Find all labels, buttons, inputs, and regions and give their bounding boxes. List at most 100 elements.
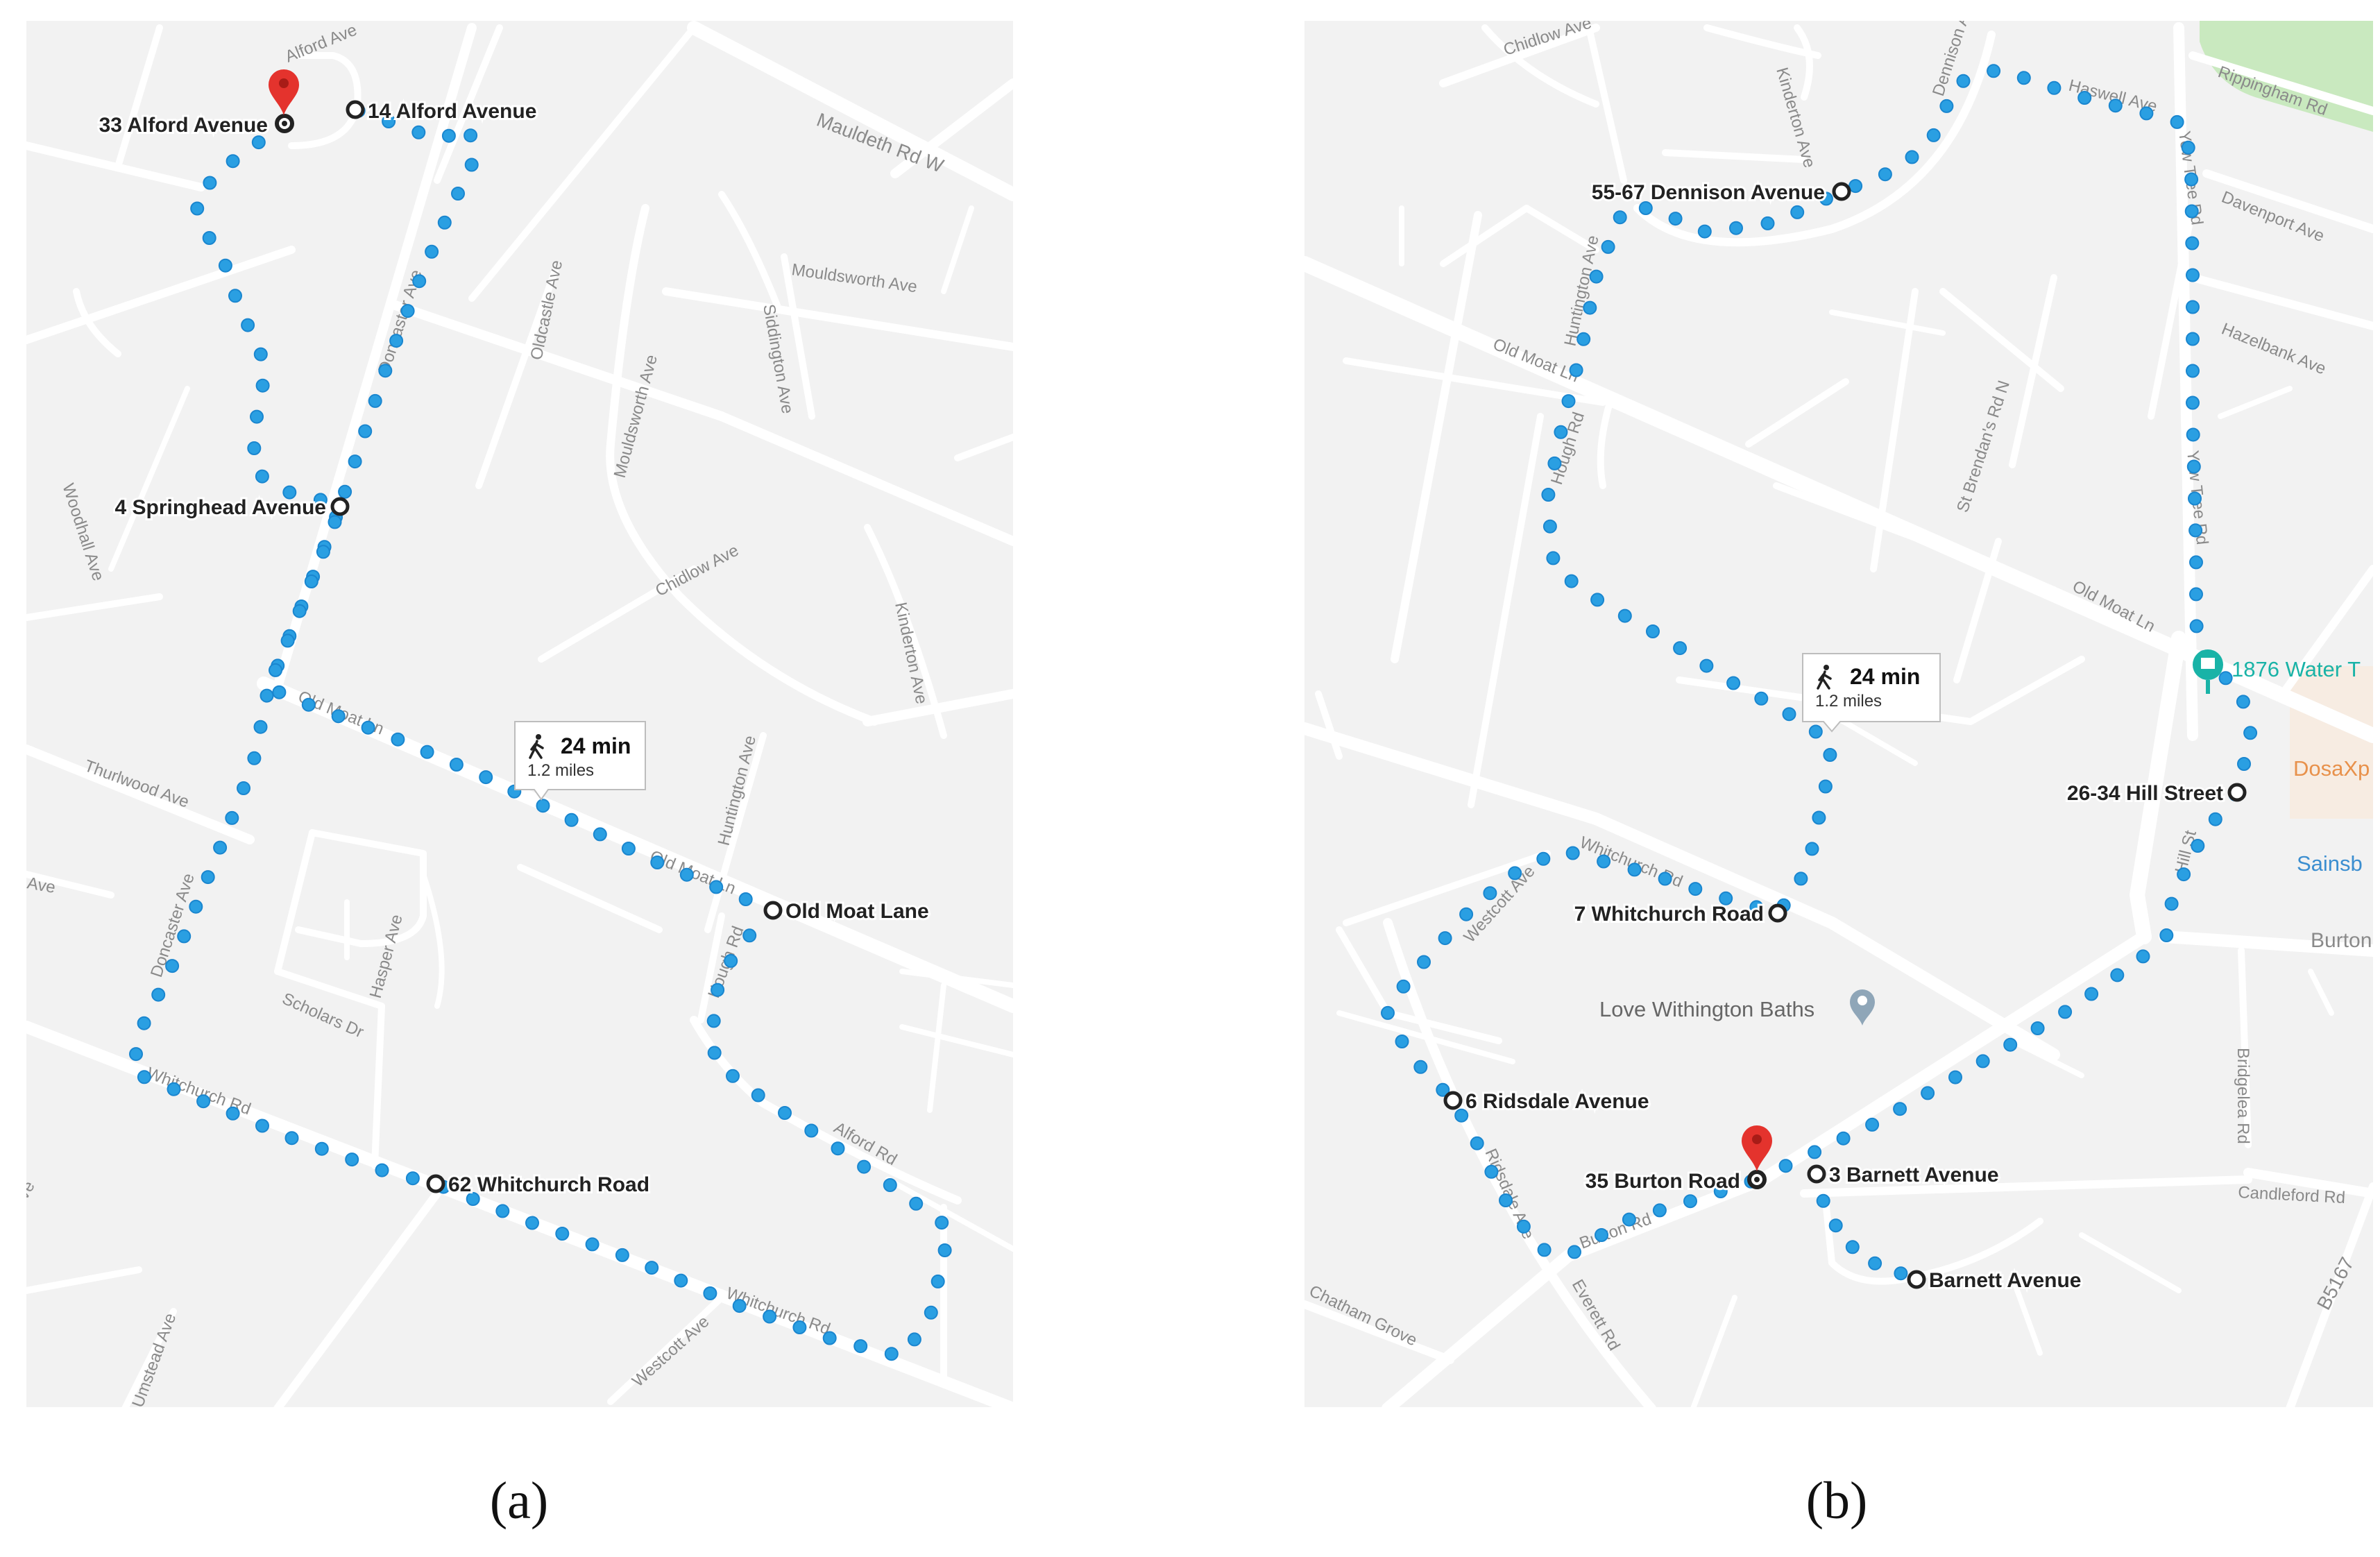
route-dot	[1569, 363, 1583, 377]
route-dot	[2177, 867, 2191, 882]
road-whitchurch	[26, 1021, 1013, 1407]
poi-love-withington-baths[interactable]: Love Withington Baths	[1599, 989, 1875, 1026]
water-tower-icon	[2201, 658, 2215, 669]
route-dot	[1395, 1035, 1409, 1048]
route-dot	[1590, 593, 1605, 607]
road	[1343, 850, 1551, 926]
route-dot	[1597, 854, 1611, 869]
road	[1829, 712, 1918, 766]
waypoint-4-springhead-avenue[interactable]: 4 Springhead Avenue	[112, 494, 350, 521]
route-dot	[1939, 99, 1954, 113]
map-panel-a[interactable]: Mauldeth Rd W Mouldsworth Ave Oldcastle …	[14, 21, 1013, 1410]
route-dot	[1381, 1005, 1395, 1020]
road	[1690, 1295, 1737, 1407]
road	[26, 142, 205, 192]
poi-water-tower[interactable]: 1876 Water T	[2193, 649, 2361, 694]
road	[1384, 1010, 1502, 1044]
route-dot	[218, 258, 232, 273]
poi-label-sainsbury[interactable]: Sainsb	[2297, 851, 2363, 876]
park-area	[2200, 21, 2373, 132]
route-dot	[1729, 221, 1743, 235]
route-dot	[1396, 979, 1411, 994]
route-dot	[425, 244, 439, 259]
waypoint-14-alford-avenue[interactable]: 14 Alford Avenue	[346, 98, 538, 125]
route-info-card[interactable]: 24 min 1.2 miles	[1802, 653, 1941, 733]
waypoint-barnett-avenue[interactable]: Barnett Avenue	[1907, 1267, 2084, 1294]
road	[1953, 538, 2002, 683]
road	[26, 246, 296, 344]
waypoint-35-burton-road[interactable]: 35 Burton Road	[1583, 1168, 1767, 1195]
route-dot	[1589, 269, 1604, 284]
route-dot	[909, 1196, 924, 1211]
route-dot	[226, 154, 240, 169]
waypoint-3-barnett-avenue[interactable]: 3 Barnett Avenue	[1807, 1162, 2001, 1189]
road	[121, 1308, 177, 1407]
route-dot	[272, 685, 287, 699]
route-dot	[853, 1339, 868, 1354]
route-dot	[358, 424, 373, 439]
route-dot	[437, 215, 452, 230]
route-dot	[400, 304, 415, 318]
route-dot	[1567, 1245, 1581, 1259]
road	[2218, 386, 2293, 419]
road	[2202, 169, 2373, 233]
route-dot	[1688, 882, 1703, 896]
road	[1794, 24, 1813, 101]
waypoint-26-34-hill-street[interactable]: 26-34 Hill Street	[2065, 780, 2247, 807]
route-dot	[1816, 1193, 1830, 1208]
route-dot	[2243, 726, 2258, 740]
waypoint-label: 55-67 Dennison Avenue	[1592, 181, 1825, 204]
route-dot	[255, 469, 269, 484]
poi-label: Love Withington Baths	[1599, 997, 1814, 1021]
route-dot	[2186, 459, 2201, 474]
road	[1315, 690, 1343, 760]
route-dot	[2186, 300, 2200, 314]
route-dot	[292, 604, 307, 618]
route-dot	[255, 1118, 269, 1133]
road-old-moat-ln	[257, 677, 1013, 1013]
waypoint-55-67-dennison-avenue[interactable]: 55-67 Dennison Avenue	[1590, 179, 1851, 206]
route-dot	[937, 1243, 952, 1257]
route-dot	[2003, 1037, 2018, 1052]
poi-label-dosa[interactable]: DosaXp	[2293, 756, 2370, 781]
route-dot	[203, 176, 217, 190]
route-dot	[1778, 1159, 1793, 1173]
waypoint-old-moat-lane[interactable]: Old Moat Lane	[763, 898, 931, 925]
route-dot	[706, 1014, 721, 1028]
road	[273, 1189, 441, 1407]
route-dot	[280, 633, 295, 648]
road	[862, 689, 1013, 726]
route-dot	[375, 1163, 389, 1177]
walking-person-icon	[1817, 665, 1832, 690]
road	[371, 1003, 385, 1169]
route-dot	[137, 1070, 151, 1084]
route-info-card[interactable]: 24 min 1.2 miles	[514, 721, 646, 801]
route-dot	[1613, 210, 1627, 225]
waypoint-label: 14 Alford Avenue	[368, 100, 536, 123]
waypoint-33-alford-avenue[interactable]: 33 Alford Avenue	[97, 112, 294, 139]
route-dot	[2185, 236, 2200, 250]
route-dot	[202, 231, 216, 245]
route-dot	[2188, 491, 2202, 506]
waypoint-62-whitchurch-road[interactable]: 62 Whitchurch Road	[426, 1171, 652, 1198]
route-dot	[1541, 488, 1556, 502]
route-dot	[1812, 810, 1826, 825]
route-dot	[405, 1171, 420, 1186]
waypoint-label: 26-34 Hill Street	[2067, 782, 2223, 805]
map-panel-b[interactable]: Chidlow Ave Kinderton Ave Dennison A Has…	[1304, 12, 2373, 1409]
road	[2009, 1274, 2043, 1356]
route-dot	[368, 393, 382, 408]
road	[1662, 149, 1808, 163]
route-dot	[1413, 1060, 1428, 1074]
route-dot	[1508, 866, 1522, 880]
road-whitchurch	[1304, 722, 2060, 1061]
waypoint-label: Old Moat Lane	[785, 900, 929, 923]
route-distance: 1.2 miles	[1815, 692, 1882, 711]
route-dot	[585, 1237, 600, 1252]
road	[704, 732, 767, 933]
route-dot	[1845, 1240, 1860, 1254]
waypoint-7-whitchurch-road[interactable]: 7 Whitchurch Road	[1572, 901, 1787, 928]
route-dot	[345, 1152, 359, 1167]
waypoint-6-ridsdale-avenue[interactable]: 6 Ridsdale Avenue	[1443, 1088, 1651, 1115]
route-dot	[1818, 779, 1833, 794]
